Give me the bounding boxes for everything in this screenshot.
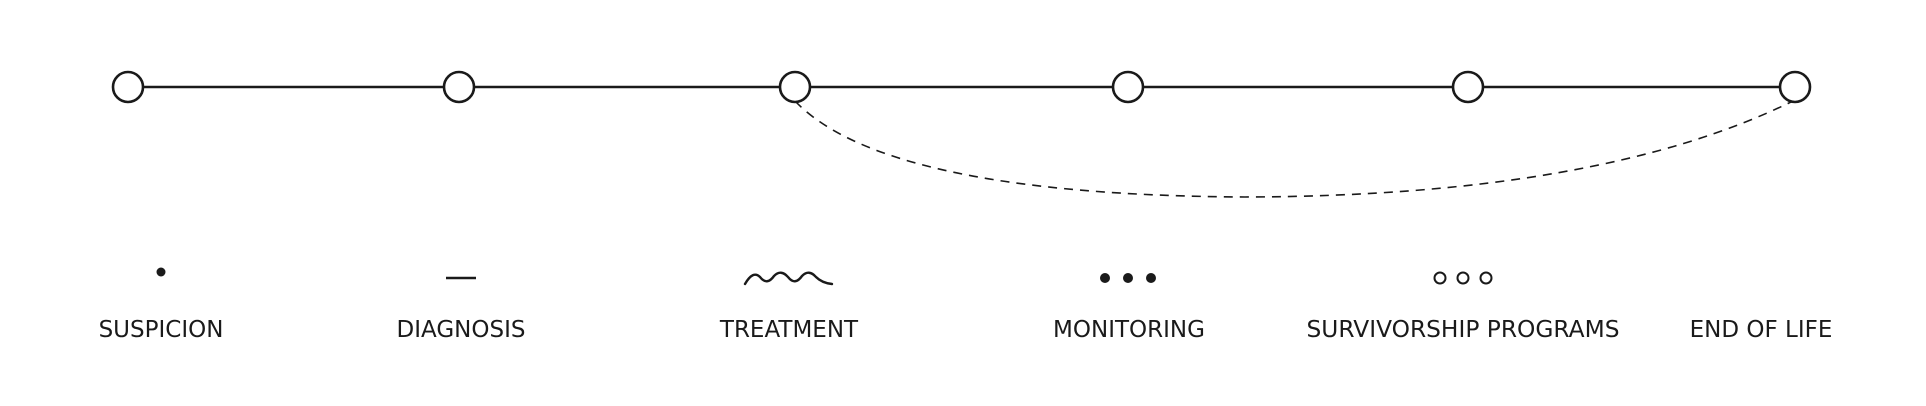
suspicion-dot-icon — [156, 267, 166, 277]
node-monitoring — [1111, 70, 1145, 104]
label-diagnosis: DIAGNOSIS — [397, 317, 526, 343]
survivorship-hollow-dots-icon — [1433, 271, 1493, 285]
node-treatment — [778, 70, 812, 104]
treatment-wave-icon — [743, 271, 834, 286]
node-suspicion — [111, 70, 145, 104]
label-treatment: TREATMENT — [719, 317, 859, 343]
node-survivorship — [1451, 70, 1485, 104]
treatment-to-end-of-life-dashed-arc — [794, 100, 1794, 198]
node-diagnosis — [442, 70, 476, 104]
label-survivorship: SURVIVORSHIP PROGRAMS — [1307, 317, 1620, 343]
label-end-of-life: END OF LIFE — [1690, 317, 1833, 343]
monitoring-three-dots-icon — [1100, 273, 1156, 283]
label-suspicion: SUSPICION — [99, 317, 224, 343]
label-monitoring: MONITORING — [1053, 317, 1205, 343]
node-end-of-life — [1778, 70, 1812, 104]
